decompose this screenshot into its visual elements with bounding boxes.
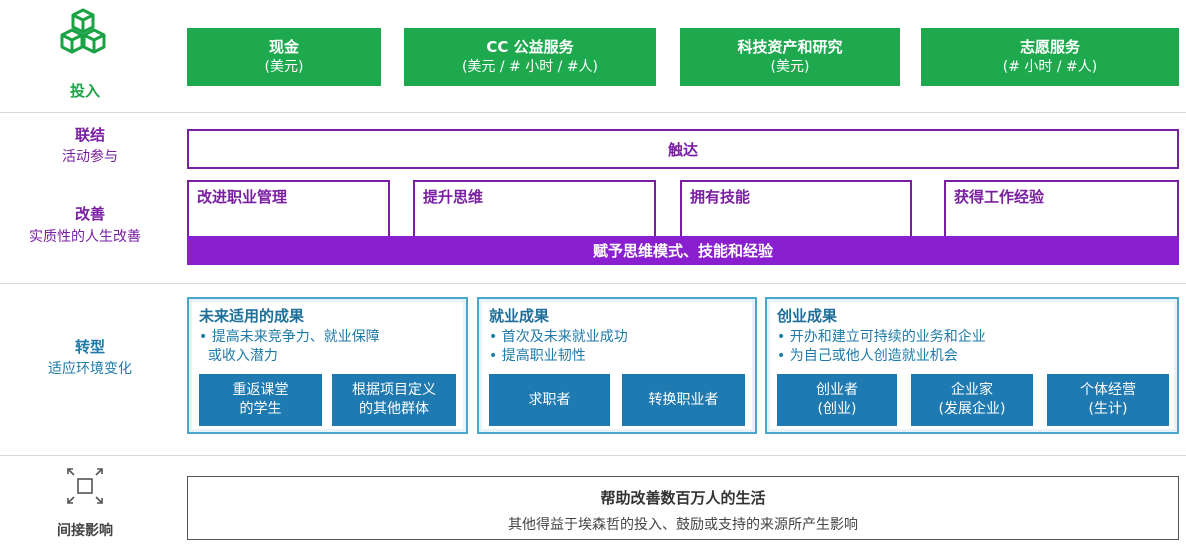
group-program-defined: 根据项目定义 的其他群体 (332, 374, 456, 426)
transform-label: 转型 (74, 338, 105, 356)
outcome-employment-bullet-2: • 提高职业韧性 (489, 348, 586, 364)
input-section-label: 投入 (40, 4, 130, 104)
outcome-employment-bullet-1: • 首次及未来就业成功 (489, 329, 628, 345)
outcome-future-bullet-2: 或收入潜力 (199, 348, 278, 364)
outcome-entrepreneurship-bullet-2: • 为自己或他人创造就业机会 (777, 348, 958, 364)
reach-box: 触达 (187, 129, 1179, 169)
group-self-employed-line1: 个体经营 (1080, 382, 1136, 398)
input-tech-sub: (美元) (770, 59, 810, 75)
group-job-seekers: 求职者 (489, 374, 610, 426)
indirect-section-label: 间接影响 (40, 462, 130, 542)
divider-3 (0, 455, 1186, 456)
group-entrepreneurs-line2: (发展企业) (938, 401, 1006, 417)
indirect-impact-sub: 其他得益于埃森哲的投入、鼓励或支持的来源所产生影响 (508, 517, 858, 533)
input-cash: 现金 (美元) (187, 28, 381, 86)
improve-mindset: 提升思维 (413, 180, 656, 240)
input-cash-title: 现金 (268, 38, 299, 56)
divider-2 (0, 283, 1186, 284)
input-volunteer-sub: (# 小时 / #人) (1002, 59, 1098, 75)
indirect-impact-title: 帮助改善数百万人的生活 (600, 489, 766, 507)
engage-sub-label: 活动参与 (62, 149, 118, 165)
improve-skills: 拥有技能 (680, 180, 912, 240)
input-tech: 科技资产和研究 (美元) (680, 28, 900, 86)
input-pro-bono: CC 公益服务 (美元 / # 小时 / #人) (404, 28, 656, 86)
outcome-panel-future: 未来适用的成果 • 提高未来竞争力、就业保障 或收入潜力 重返课堂 的学生 根据… (187, 297, 468, 434)
improve-summary-bar: 赋予思维模式、技能和经验 (187, 236, 1179, 265)
input-pro-bono-sub: (美元 / # 小时 / #人) (461, 59, 599, 75)
group-entrepreneurs-line1: 企业家 (951, 382, 993, 398)
indirect-impact-box: 帮助改善数百万人的生活 其他得益于埃森哲的投入、鼓励或支持的来源所产生影响 (187, 476, 1179, 540)
improve-sub-label: 实质性的人生改善 (29, 229, 141, 245)
group-self-employed: 个体经营 (生计) (1047, 374, 1169, 426)
indirect-label: 间接影响 (57, 523, 113, 539)
outcome-entrepreneurship-title: 创业成果 (777, 307, 838, 325)
outcome-future-bullet-1: • 提高未来竞争力、就业保障 (199, 329, 380, 345)
input-tech-title: 科技资产和研究 (737, 38, 843, 56)
group-returning-students-line1: 重返课堂 (232, 382, 289, 398)
outcome-employment-title: 就业成果 (489, 307, 550, 325)
engage-label: 联结 (74, 126, 105, 144)
input-cash-sub: (美元) (264, 59, 304, 75)
outcome-future-title: 未来适用的成果 (199, 307, 305, 325)
input-pro-bono-title: CC 公益服务 (486, 38, 574, 56)
group-founders: 创业者 (创业) (777, 374, 897, 426)
cubes-icon (60, 8, 106, 54)
input-volunteer: 志愿服务 (# 小时 / #人) (921, 28, 1179, 86)
input-volunteer-title: 志愿服务 (1019, 38, 1080, 56)
group-entrepreneurs: 企业家 (发展企业) (911, 374, 1033, 426)
improve-experience: 获得工作经验 (944, 180, 1179, 240)
improve-label: 改善 (74, 205, 105, 223)
outcome-panel-entrepreneurship: 创业成果 • 开办和建立可持续的业务和企业 • 为自己或他人创造就业机会 创业者… (765, 297, 1179, 434)
transform-sub-label: 适应环境变化 (48, 361, 132, 377)
improve-career: 改进职业管理 (187, 180, 390, 240)
divider-1 (0, 112, 1186, 113)
group-program-defined-line1: 根据项目定义 (352, 382, 436, 398)
outcome-panel-employment: 就业成果 • 首次及未来就业成功 • 提高职业韧性 求职者 转换职业者 (477, 297, 757, 434)
group-self-employed-line2: (生计) (1088, 401, 1128, 417)
input-label: 投入 (69, 82, 100, 100)
group-program-defined-line2: 的其他群体 (359, 401, 429, 417)
outcome-entrepreneurship-bullet-1: • 开办和建立可持续的业务和企业 (777, 329, 986, 345)
group-founders-line2: (创业) (817, 401, 857, 417)
group-career-changers: 转换职业者 (622, 374, 745, 426)
expand-icon (67, 468, 103, 504)
group-returning-students: 重返课堂 的学生 (199, 374, 322, 426)
group-returning-students-line2: 的学生 (239, 401, 282, 417)
group-founders-line1: 创业者 (816, 382, 858, 398)
